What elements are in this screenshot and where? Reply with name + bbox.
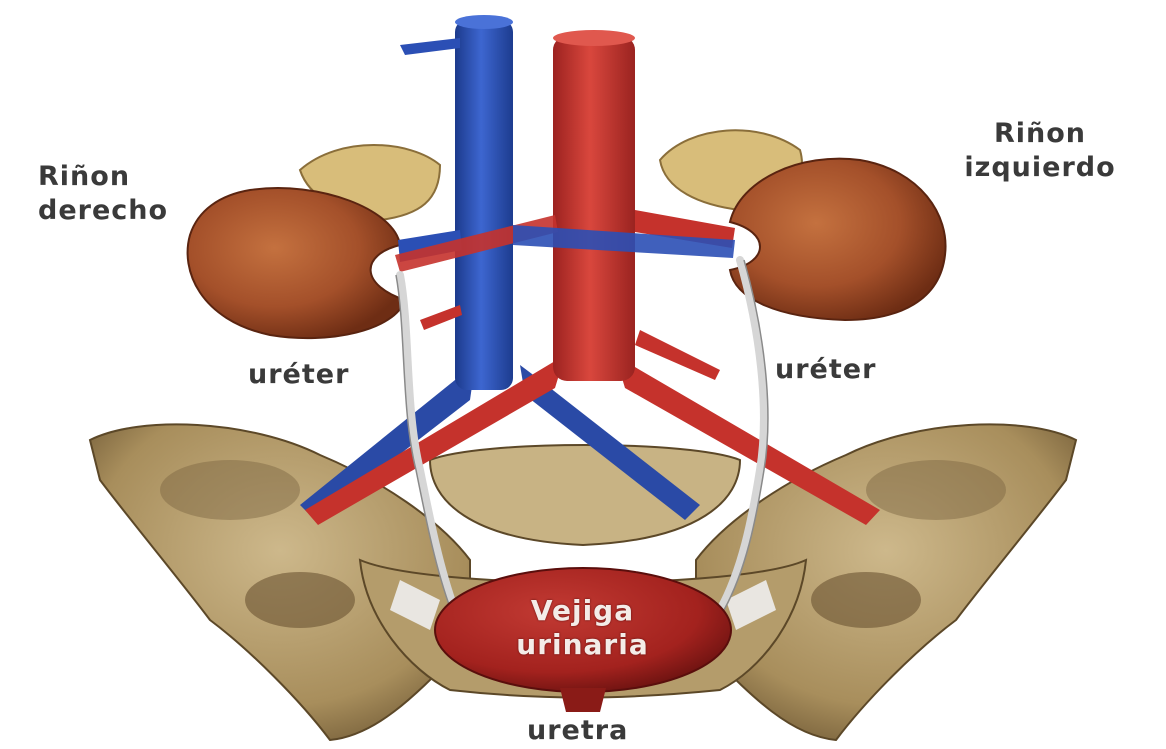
label-ureter-left: uréter [775, 353, 876, 387]
label-bladder: Vejiga urinaria [470, 594, 695, 662]
left-kidney [730, 159, 946, 320]
label-left-kidney: Riñon izquierdo [925, 117, 1155, 185]
right-kidney [188, 188, 405, 338]
adrenal-glands [300, 130, 802, 220]
urethra-tube [560, 688, 606, 712]
aorta [553, 30, 635, 381]
label-urethra: uretra [527, 714, 628, 748]
label-ureter-right: uréter [248, 358, 349, 392]
label-right-kidney: Riñon derecho [38, 160, 168, 228]
